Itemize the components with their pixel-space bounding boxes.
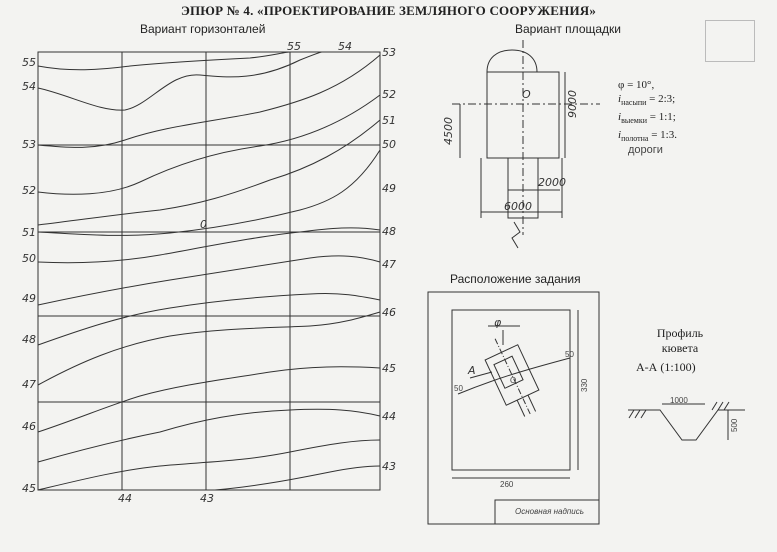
design-parameters: φ = 10°, iнасыпи = 2:3; iвыемки = 1:1; i… [618,78,677,157]
right-label: 43 [382,460,396,473]
left-label: 47 [22,378,36,391]
right-label: 45 [382,362,396,375]
layout-center-label: O [510,376,517,385]
contour-line [37,54,381,148]
contour-line [37,94,381,195]
dim-260: 260 [500,480,514,489]
cut-slope-param: iвыемки = 1:1; [618,111,676,126]
contour-50-left: 50 [454,384,463,393]
zero-point-label: 0 [200,218,207,231]
left-label: 48 [22,333,36,346]
contour-line [37,366,381,433]
contour-line [37,119,381,226]
left-label: 53 [22,138,36,151]
top-label: 55 [287,40,301,53]
title-block-label: Основная надпись [515,507,584,516]
right-label: 50 [382,138,396,151]
contour-50-right: 50 [565,350,574,359]
left-label: 49 [22,292,36,305]
section-a-label: A [468,364,476,377]
road-slope-param: iполотна = 1:3. [618,129,677,144]
corner-stamp-box [705,20,755,62]
right-label: 46 [382,306,396,319]
left-label: 46 [22,420,36,433]
dim-330: 330 [580,378,589,392]
ditch-profile [628,409,745,441]
site-road [507,157,539,219]
page-title: ЭПЮР № 4. «ПРОЕКТИРОВАНИЕ ЗЕМЛЯНОГО СООР… [180,3,597,18]
site-heading: Вариант площадки [515,22,621,36]
phi-label: φ [494,316,502,329]
dim-1000: 1000 [670,396,688,405]
dim-6000: 6000 [504,200,532,213]
left-label: 55 [22,56,36,69]
layout-heading: Расположение задания [450,272,581,286]
profile-section-label: А-А (1:100) [636,360,696,374]
bottom-label: 43 [200,492,214,505]
dim-2000: 2000 [538,176,566,189]
contour-line [37,51,291,71]
right-label: 47 [382,258,396,271]
bottom-label: 44 [118,492,132,505]
layout-contour [457,357,571,395]
contour-line [37,255,381,306]
left-label: 54 [22,80,36,93]
top-label: 54 [338,40,352,53]
contour-line [214,465,381,491]
right-label: 44 [382,410,396,423]
contour-line [37,292,381,346]
dim-500: 500 [730,418,739,432]
road-slope-sub2: дороги [628,143,663,156]
contour-line [37,311,381,386]
contour-map-heading: Вариант горизонталей [140,22,266,36]
right-label: 51 [382,114,396,127]
dim-9000: 9000 [566,90,579,118]
site-center-label: O [522,88,531,101]
left-label: 50 [22,252,36,265]
contour-line [37,439,381,491]
left-label: 52 [22,184,36,197]
fill-slope-param: iнасыпи = 2:3; [618,93,676,108]
contour-line [37,227,381,264]
layout-inner-frame [451,309,571,471]
right-label: 49 [382,182,396,195]
right-label: 53 [382,46,396,59]
contour-line [37,149,381,236]
left-label: 45 [22,482,36,495]
site-dome [486,49,538,73]
contour-line [37,408,381,463]
layout-building [484,344,540,406]
layout-outer-frame [427,291,600,525]
dim-4500: 4500 [442,117,455,145]
profile-heading: Профиль кювета [656,326,704,355]
left-label: 51 [22,226,36,239]
title-block [494,499,600,525]
right-label: 48 [382,225,396,238]
map-frame [37,51,381,491]
contour-line [37,51,323,111]
phi-param: φ = 10°, [618,79,655,91]
right-label: 52 [382,88,396,101]
